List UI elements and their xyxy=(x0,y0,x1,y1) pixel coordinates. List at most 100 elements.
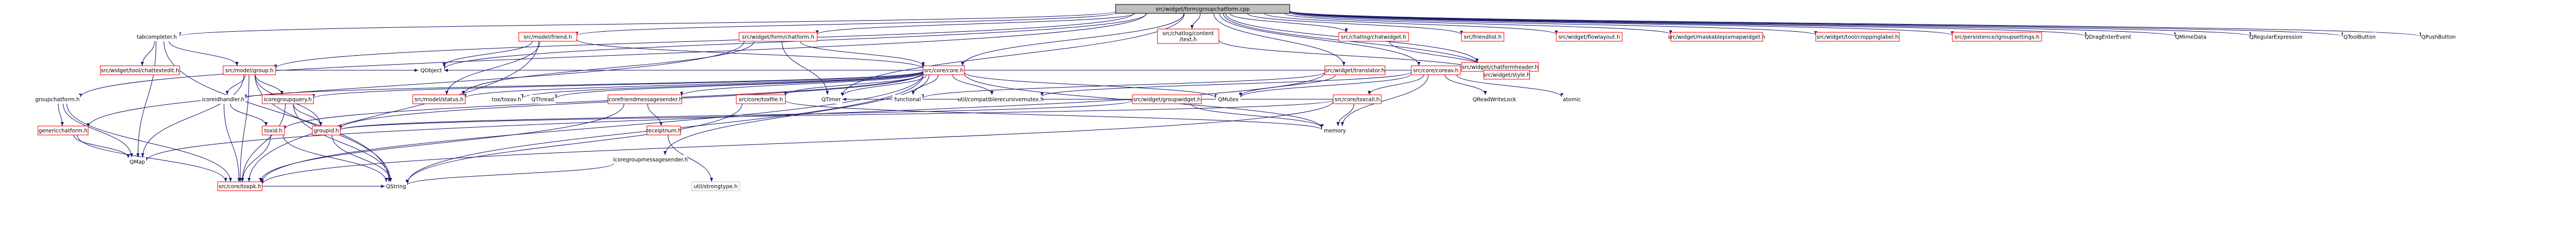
node-qobject[interactable]: QObject xyxy=(418,66,444,75)
node-maskable[interactable]: src/widget/maskablepixmapwidget.h xyxy=(1668,32,1765,42)
edge-root-to-qdrag xyxy=(1289,11,2088,37)
node-groupsettings[interactable]: src/persistence/igroupsettings.h xyxy=(1952,32,2042,42)
node-box-atomic xyxy=(1562,95,1582,104)
node-chattextedit[interactable]: src/widget/tool/chattextedit.h xyxy=(100,65,180,75)
node-label-maskable: src/widget/maskablepixmapwidget.h xyxy=(1668,35,1765,41)
node-translator[interactable]: src/widget/translator.h xyxy=(1324,65,1386,75)
edge-icoregroupquery-to-qstring xyxy=(293,103,392,182)
node-qmutex[interactable]: QMutex xyxy=(1216,95,1241,104)
node-toxav[interactable]: tox/toxav.h xyxy=(491,95,522,104)
edge-root-to-corecore xyxy=(961,13,1184,66)
edge-toxfile-to-memory xyxy=(785,100,1324,130)
node-content[interactable]: src/chatlog/content/text.h xyxy=(1157,28,1219,44)
node-label-root: src/widget/form/groupchatform.cpp xyxy=(1156,7,1250,13)
node-icoregroupquery[interactable]: icoregroupquery.h xyxy=(262,94,314,104)
node-coreav[interactable]: src/core/coreav.h xyxy=(1411,65,1461,75)
edge-translator-to-qmutex xyxy=(1239,74,1336,97)
node-chatformheader[interactable]: src/widget/chatformheader.h xyxy=(1461,62,1539,72)
edge-toxid-to-qstring xyxy=(283,134,388,182)
edge-modelgroup-to-toxpk xyxy=(238,74,249,182)
node-qmime[interactable]: QMimeData xyxy=(2175,32,2207,41)
node-groupid[interactable]: groupid.h xyxy=(312,125,341,136)
node-qreadwritelock[interactable]: QReadWriteLock xyxy=(1473,95,1517,104)
edge-modelfriend-to-qobject xyxy=(442,41,533,67)
node-box-style xyxy=(1483,70,1530,80)
edge-root-to-translator xyxy=(1213,13,1345,66)
node-strongtype[interactable]: util/strongtype.h xyxy=(691,181,740,191)
node-box-qtimer xyxy=(820,95,842,104)
node-flowlayout[interactable]: src/widget/flowlayout.h xyxy=(1556,32,1623,42)
node-icoreidhandler[interactable]: icoreidhandler.h xyxy=(201,95,245,104)
edge-root-to-coreav xyxy=(1219,13,1421,66)
node-qtoolbutton[interactable]: QToolButton xyxy=(2343,32,2376,41)
node-box-content xyxy=(1157,28,1219,44)
edge-chatform-to-corecore xyxy=(800,41,925,66)
node-label-content: /text.h xyxy=(1180,37,1197,43)
node-friendlist[interactable]: src/friendlist.h xyxy=(1461,32,1504,42)
node-style[interactable]: src/widget/style.h xyxy=(1483,70,1530,80)
node-box-icoregroupquery xyxy=(262,94,314,104)
edge-root-to-content xyxy=(1190,13,1201,30)
node-receiptnum[interactable]: receiptnum.h xyxy=(646,125,682,136)
node-functional[interactable]: functional xyxy=(893,95,923,104)
node-box-modelstatus xyxy=(412,94,466,104)
node-box-strongtype xyxy=(691,181,740,191)
node-box-qthread xyxy=(530,95,556,104)
node-box-qstring xyxy=(385,182,407,191)
node-chatlogwidget[interactable]: src/chatlog/chatwidget.h xyxy=(1338,32,1409,42)
edge-corecore-to-functional xyxy=(911,74,939,95)
node-box-qpushbutton xyxy=(2421,32,2456,41)
node-icorefriendmsg[interactable]: icorefriendmessagesender.h xyxy=(607,94,682,104)
node-qthread[interactable]: QThread xyxy=(530,95,556,104)
node-label-translator: src/widget/translator.h xyxy=(1325,68,1385,74)
node-layer: src/widget/form/groupchatform.cpp tabcomp… xyxy=(35,4,2456,191)
node-box-groupid xyxy=(312,125,341,136)
node-tabcompleter[interactable]: tabcompleter.h xyxy=(134,32,180,41)
node-modelgroup[interactable]: src/model/group.h xyxy=(223,65,276,75)
edge-root-to-maskable xyxy=(1284,13,1672,35)
node-label-qmutex: QMutex xyxy=(1218,97,1239,103)
node-icoregroupmsg[interactable]: icoregroupmessagesender.h xyxy=(613,155,688,164)
edge-root-to-friendlist xyxy=(1247,13,1463,35)
node-toxpk[interactable]: src/core/toxpk.h xyxy=(217,181,263,191)
node-label-qmime: QMimeData xyxy=(2175,35,2206,41)
node-atomic[interactable]: atomic xyxy=(1562,95,1582,104)
node-label-coreav: src/core/coreav.h xyxy=(1413,68,1458,74)
node-label-modelfriend: src/model/friend.h xyxy=(524,35,572,41)
node-label-modelgroup: src/model/group.h xyxy=(225,68,273,74)
node-label-chatformheader: src/widget/chatformheader.h xyxy=(1462,65,1538,71)
edge-corecore-to-icoregroupmsg xyxy=(663,74,930,156)
node-croppinglabel[interactable]: src/widget/tool/croppinglabel.h xyxy=(1815,32,1900,42)
edge-corecore-to-icorefriendmsg xyxy=(680,72,924,96)
node-qmap[interactable]: QMap xyxy=(128,157,146,166)
node-corecore[interactable]: src/core/core.h xyxy=(923,65,965,75)
node-qdrag[interactable]: QDragEnterEvent xyxy=(2085,32,2131,41)
node-compatible[interactable]: util/compatiblerecursivemutex.h xyxy=(958,95,1044,104)
node-qpushbutton[interactable]: QPushButton xyxy=(2421,32,2456,41)
edge-tabcompleter-to-modelgroup xyxy=(168,41,239,66)
node-modelfriend[interactable]: src/model/friend.h xyxy=(518,32,577,42)
node-chatform[interactable]: src/widget/form/chatform.h xyxy=(739,32,818,42)
node-memory[interactable]: memory xyxy=(1322,126,1348,135)
edge-corecore-to-qmutex xyxy=(964,72,1218,99)
node-modelstatus[interactable]: src/model/status.h xyxy=(412,94,466,104)
node-qstring[interactable]: QString xyxy=(385,182,407,191)
node-genericchatform[interactable]: genericchatform.h xyxy=(37,125,89,136)
node-label-corecore: src/core/core.h xyxy=(924,68,963,74)
edge-toxcall-to-toxpk xyxy=(261,101,1334,185)
node-toxcall[interactable]: src/core/toxcall.h xyxy=(1333,94,1382,104)
node-qtimer[interactable]: QTimer xyxy=(820,95,842,104)
node-box-toxpk xyxy=(217,181,263,191)
node-label-groupsettings: src/persistence/igroupsettings.h xyxy=(1955,35,2039,41)
node-root[interactable]: src/widget/form/groupchatform.cpp xyxy=(1115,4,1290,14)
node-qregexp[interactable]: QRegularExpression xyxy=(2249,32,2303,41)
node-groupwidget[interactable]: src/widget/groupwidget.h xyxy=(1132,94,1202,104)
edge-corecore-to-qthread xyxy=(554,71,924,99)
edge-root-to-flowlayout xyxy=(1264,13,1558,35)
node-toxid[interactable]: toxid.h xyxy=(262,125,285,136)
edge-chatform-to-qtimer xyxy=(782,41,829,95)
node-toxfile[interactable]: src/core/toxfile.h xyxy=(736,94,786,104)
node-groupchatform[interactable]: groupchatform.h xyxy=(35,95,80,104)
edge-genericchatform-to-toxpk xyxy=(76,134,228,182)
edge-toxcall-to-memory xyxy=(1336,103,1354,127)
